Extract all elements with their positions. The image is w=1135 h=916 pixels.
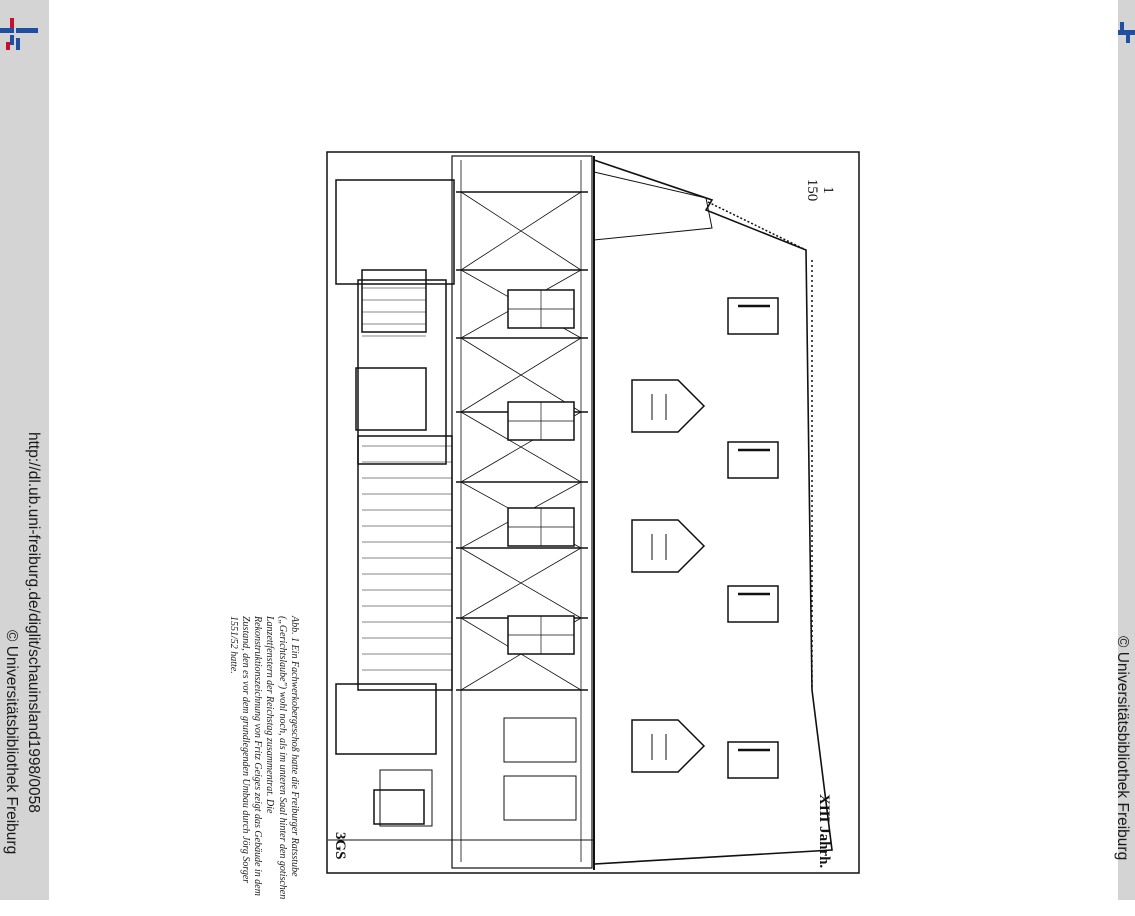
right-viewer-edge [1118, 0, 1135, 900]
town-hall-drawing: 1 150 XIII Jahrh. 3GS [326, 150, 862, 881]
copyright-text: © Universitätsbibliothek Freiburg [3, 630, 20, 855]
right-copyright-text: © Universitätsbibliothek Freiburg [1114, 636, 1131, 861]
signature: 3GS [332, 832, 348, 860]
left-viewer-edge [0, 0, 49, 900]
scale-top: 1 [820, 186, 836, 194]
ub-freiburg-logo-icon-right [1118, 22, 1135, 49]
digital-url-text[interactable]: http://dl.ub.uni-freiburg.de/diglit/scha… [25, 432, 42, 813]
scale-bottom: 150 [804, 179, 820, 202]
century-label: XIII Jahrh. [816, 794, 832, 868]
ub-freiburg-logo-icon [0, 14, 40, 63]
figure-caption: Abb. 1 Ein Fachwerkobergeschoß hatte die… [227, 616, 300, 900]
